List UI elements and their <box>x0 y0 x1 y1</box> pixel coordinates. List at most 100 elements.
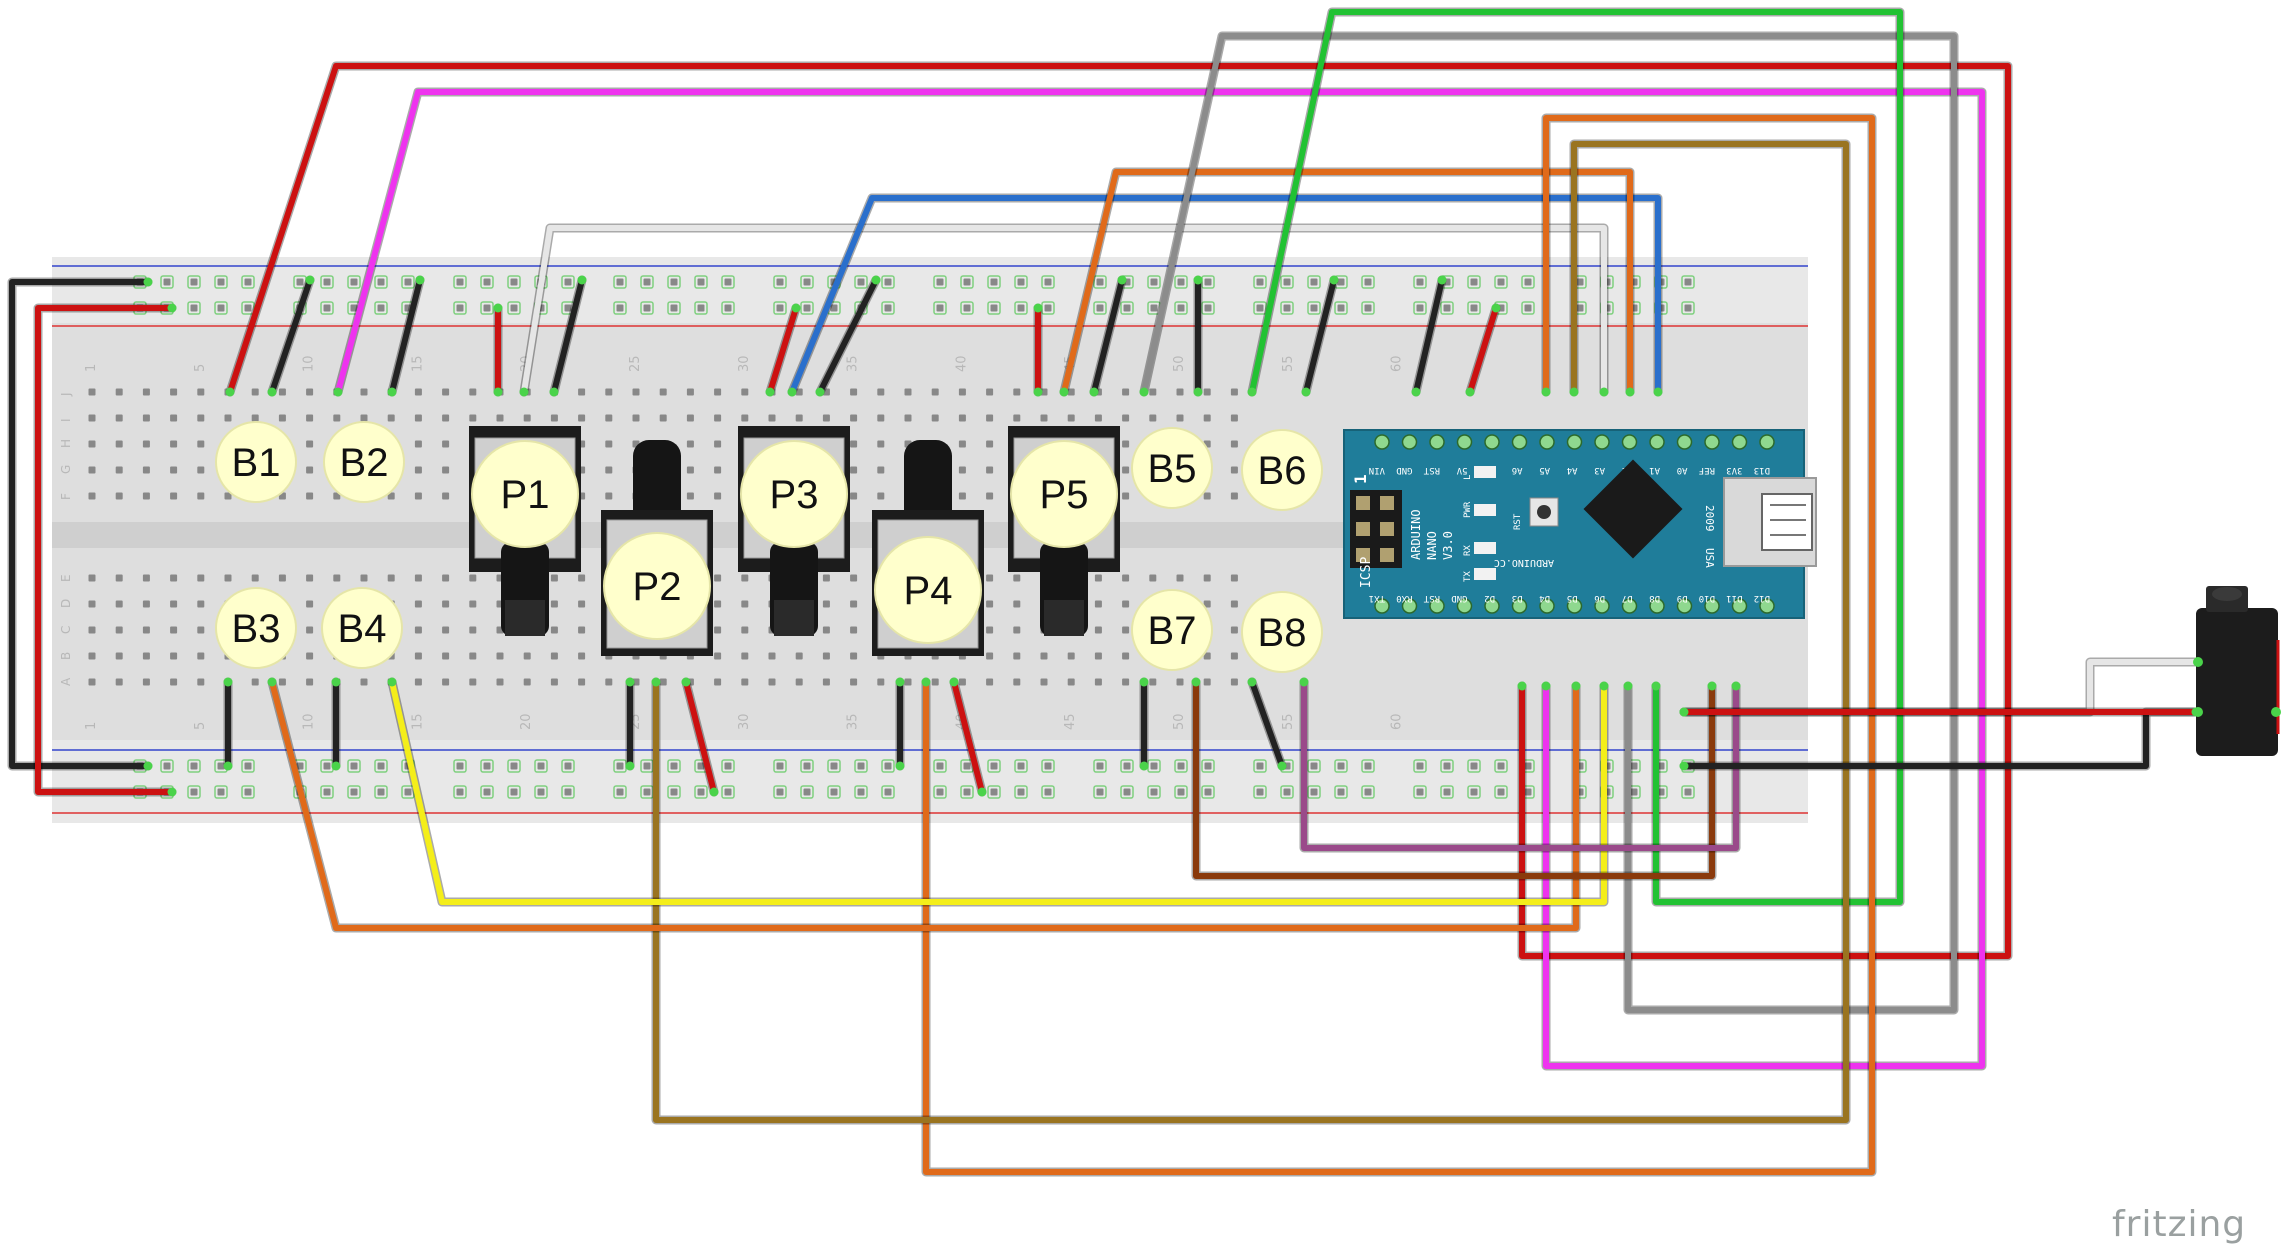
wire-end <box>1033 303 1043 313</box>
pot-label-bubble <box>874 536 982 644</box>
wire-end <box>1139 677 1149 687</box>
wire-end <box>1089 387 1099 397</box>
arduino-bottom-pin-label: D4 <box>1539 593 1550 603</box>
arduino-site: ARDUINO.CC <box>1494 557 1554 568</box>
arduino-led-label: L <box>1463 475 1473 480</box>
pot-label: P3 <box>770 473 819 517</box>
wire-end <box>1571 681 1581 691</box>
wire-p4 <box>923 115 1875 1175</box>
wire-gnd-jumper <box>817 277 879 395</box>
arduino-bottom-pin-label: D8 <box>1649 593 1660 603</box>
row-letter: J <box>59 392 73 397</box>
wire-end <box>305 275 315 285</box>
wire-end <box>1599 681 1609 691</box>
button-label: B7 <box>1148 609 1197 653</box>
wire-p5 <box>1061 169 1633 395</box>
pot-label: P1 <box>501 473 550 517</box>
wire-end <box>223 677 233 687</box>
column-number: 15 <box>410 355 425 372</box>
column-number: 20 <box>519 713 534 730</box>
wire-end <box>625 677 635 687</box>
column-number: 35 <box>846 355 861 372</box>
wire-gnd-jumper <box>1091 277 1125 395</box>
column-number: 60 <box>1390 713 1405 730</box>
wire-b4 <box>389 679 1607 905</box>
button-b5: B5 <box>1131 427 1213 509</box>
pot-label: P5 <box>1040 473 1089 517</box>
wire-b5 <box>1141 33 1957 1013</box>
wire-gnd-jumper <box>1249 679 1285 769</box>
wire-end <box>1247 677 1257 687</box>
wire-end <box>1541 681 1551 691</box>
arduino-title: ARDUINO <box>1409 509 1423 560</box>
wire-end <box>267 677 277 687</box>
button-label: B6 <box>1258 449 1307 493</box>
fritzing-watermark: fritzing <box>2112 1204 2246 1245</box>
wire-end <box>895 761 905 771</box>
row-letter: D <box>59 599 73 608</box>
column-number: 10 <box>302 713 317 730</box>
button-label: B1 <box>232 441 281 485</box>
arduino-top-pin-label: 3V3 <box>1726 465 1742 475</box>
button-label: B4 <box>338 607 387 651</box>
wire-end <box>493 303 503 313</box>
wire-end <box>1191 677 1201 687</box>
button-b1: B1 <box>215 421 297 503</box>
button-b7: B7 <box>1131 589 1213 671</box>
wire-b6 <box>1249 9 1903 905</box>
column-number: 55 <box>1281 355 1296 372</box>
wire-end <box>1411 387 1421 397</box>
arduino-top-pin-label: REF <box>1699 465 1715 475</box>
wire-end <box>1299 677 1309 687</box>
arduino-version: V3.0 <box>1441 531 1455 560</box>
audio-jack <box>2193 586 2281 756</box>
arduino-bottom-pin-label: D7 <box>1622 593 1633 603</box>
arduino-bottom-pin-label: D10 <box>1699 593 1715 603</box>
potentiometer-1: P1 <box>469 426 581 636</box>
button-label: B3 <box>232 607 281 651</box>
potentiometer-3: P3 <box>738 426 850 636</box>
column-number: 30 <box>737 713 752 730</box>
wire-end <box>1679 761 1689 771</box>
arduino-top-pin-label: A1 <box>1649 465 1660 475</box>
column-number: 5 <box>193 364 208 372</box>
wire-end <box>977 787 987 797</box>
wire-gnd-jumper <box>551 277 585 395</box>
wire-end <box>519 387 529 397</box>
wire-gnd-jumper <box>1303 277 1337 395</box>
column-number: 25 <box>628 355 643 372</box>
wire-end <box>1707 681 1717 691</box>
column-number: 50 <box>1172 713 1187 730</box>
wire-end <box>1491 303 1501 313</box>
button-label: B8 <box>1258 611 1307 655</box>
wire-end <box>415 275 425 285</box>
arduino-led-label: RX <box>1463 545 1473 556</box>
pot-label: P2 <box>633 565 682 609</box>
wire-end <box>895 677 905 687</box>
arduino-top-pin-label: RST <box>1423 465 1440 475</box>
icsp-header <box>1350 490 1402 568</box>
wire-end <box>921 677 931 687</box>
wire-end <box>331 761 341 771</box>
button-b3: B3 <box>215 587 297 669</box>
pot-label-bubble <box>603 532 711 640</box>
wire-end <box>493 387 503 397</box>
wires <box>7 7 2281 1177</box>
wire-end <box>387 387 397 397</box>
arduino-top-pin-label: GND <box>1396 465 1412 475</box>
icsp-pin-one: 1 <box>1351 474 1370 484</box>
wire-vcc-jumper <box>683 679 717 795</box>
arduino-bottom-pin-label: RX0 <box>1396 593 1412 603</box>
wire-p3 <box>789 195 1661 395</box>
column-number: 60 <box>1390 355 1405 372</box>
wire-end <box>1679 707 1689 717</box>
button-b2: B2 <box>323 421 405 503</box>
wire-end <box>815 387 825 397</box>
wire-end <box>791 303 801 313</box>
wire-gnd-jumper <box>389 277 423 395</box>
wire-b1-d2 <box>227 63 2011 959</box>
wire-end <box>143 277 153 287</box>
wire-end <box>1653 387 1663 397</box>
